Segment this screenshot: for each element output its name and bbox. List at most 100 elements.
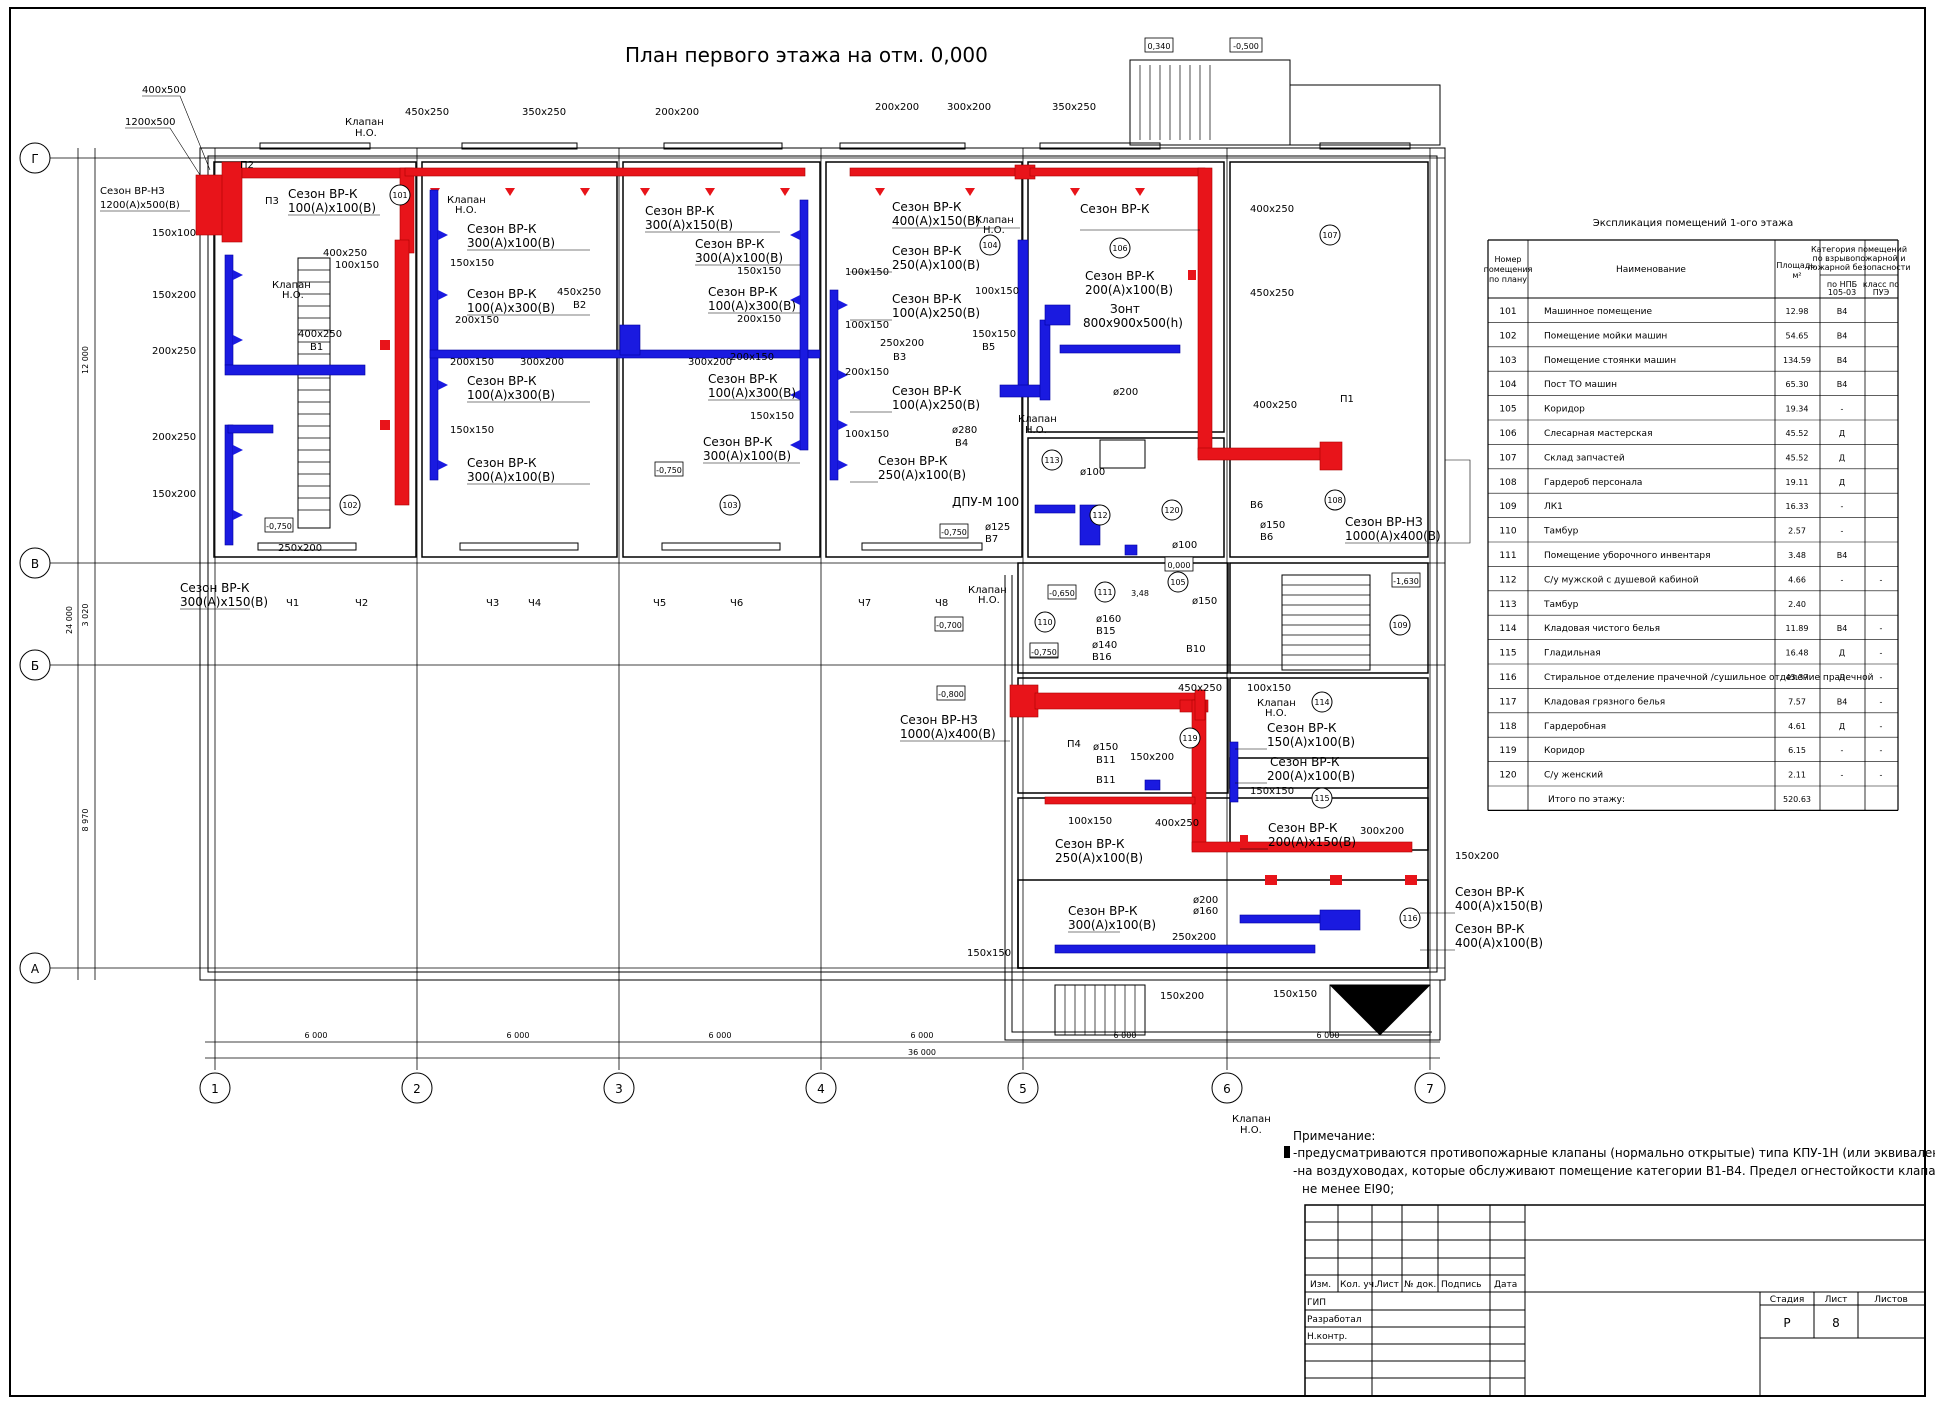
explication-row-number: 102	[1499, 331, 1516, 341]
svg-text:Ч3: Ч3	[486, 598, 499, 609]
svg-text:250(А)x100(В): 250(А)x100(В)	[892, 258, 980, 272]
svg-text:Сезон ВР-К: Сезон ВР-К	[892, 200, 962, 214]
supply-grilles	[380, 188, 1417, 885]
svg-text:116: 116	[1402, 914, 1417, 923]
explication-row-name: Помещение стоянки машин	[1544, 356, 1676, 366]
svg-text:115: 115	[1314, 794, 1329, 803]
svg-text:ø100: ø100	[1172, 540, 1197, 551]
svg-text:100(А)x100(В): 100(А)x100(В)	[288, 201, 376, 215]
svg-text:150x150: 150x150	[737, 266, 781, 277]
svg-text:Н.О.: Н.О.	[978, 595, 1000, 606]
svg-text:Лист: Лист	[1376, 1280, 1399, 1290]
explication-row-pue: -	[1880, 649, 1883, 658]
explication-row-name: Склад запчастей	[1544, 453, 1625, 463]
svg-text:Н.О.: Н.О.	[455, 205, 477, 216]
explication-row-pue: -	[1880, 575, 1883, 584]
room-tag-104: 104	[979, 234, 1001, 256]
svg-text:Сезон ВР-К: Сезон ВР-К	[708, 285, 778, 299]
svg-text:150x200: 150x200	[1130, 752, 1174, 763]
svg-text:В7: В7	[985, 534, 998, 545]
explication-row-name: Тамбур	[1543, 527, 1579, 537]
level-tags	[264, 37, 1421, 701]
svg-text:Стадия: Стадия	[1770, 1295, 1805, 1305]
svg-text:П1: П1	[1340, 394, 1354, 405]
svg-text:300(А)x100(В): 300(А)x100(В)	[467, 236, 555, 250]
dim-bottom-1: 6 000	[305, 1031, 328, 1040]
explication-row-area: 6.15	[1788, 746, 1806, 755]
svg-text:300x200: 300x200	[688, 357, 732, 368]
svg-text:Сезон ВР-К: Сезон ВР-К	[180, 581, 250, 595]
svg-text:300x200: 300x200	[947, 102, 991, 113]
svg-text:150x200: 150x200	[1160, 991, 1204, 1002]
explication-row-number: 115	[1499, 649, 1516, 659]
svg-text:300(А)x150(В): 300(А)x150(В)	[645, 218, 733, 232]
dim-bottom-6: 6 000	[1317, 1031, 1340, 1040]
svg-text:Примечание:: Примечание:	[1293, 1129, 1375, 1143]
svg-text:100x150: 100x150	[335, 260, 379, 271]
explication-row-pue: -	[1880, 722, 1883, 731]
explication-row-area: 54.65	[1786, 331, 1809, 340]
explication-row-category: -	[1841, 502, 1844, 511]
explication-row-category: -	[1841, 527, 1844, 536]
explication-row-category: В4	[1837, 551, 1848, 560]
svg-text:100x150: 100x150	[1247, 683, 1291, 694]
svg-text:300(А)x100(В): 300(А)x100(В)	[1068, 918, 1156, 932]
explication-header-npb: по НПБ	[1827, 280, 1857, 289]
svg-text:1: 1	[211, 1082, 219, 1096]
explication-row-name: Тамбур	[1543, 600, 1579, 610]
svg-text:Изм.: Изм.	[1310, 1280, 1331, 1290]
explication-row-name: Гардеробная	[1544, 722, 1606, 732]
svg-text:Н.контр.: Н.контр.	[1307, 1332, 1347, 1342]
explication-header-npb-2: 105-03	[1828, 288, 1856, 297]
svg-text:300x200: 300x200	[1360, 826, 1404, 837]
svg-text:Кол. уч.: Кол. уч.	[1340, 1280, 1377, 1290]
svg-text:Сезон ВР-НЗ: Сезон ВР-НЗ	[900, 713, 978, 727]
svg-text:В6: В6	[1250, 500, 1263, 511]
svg-text:Сезон ВР-НЗ: Сезон ВР-НЗ	[100, 186, 165, 197]
explication-row-number: 119	[1499, 746, 1516, 756]
explication-row-area: 45.37	[1786, 673, 1809, 682]
axis-bubble-1: 1	[199, 1072, 231, 1104]
svg-text:100(А)x300(В): 100(А)x300(В)	[708, 386, 796, 400]
svg-text:150x150: 150x150	[967, 948, 1011, 959]
svg-text:ГИП: ГИП	[1307, 1298, 1326, 1308]
svg-text:№ док.: № док.	[1404, 1280, 1436, 1290]
svg-text:250(А)x100(В): 250(А)x100(В)	[1055, 851, 1143, 865]
svg-text:В4: В4	[955, 438, 968, 449]
title-block	[1304, 1204, 1926, 1397]
room-tag-107: 107	[1319, 224, 1341, 246]
explication-header-num-3: по плану	[1489, 275, 1527, 284]
svg-text:100x150: 100x150	[1068, 816, 1112, 827]
svg-text:101: 101	[392, 191, 407, 200]
room-tag-116: 116	[1399, 907, 1421, 929]
room-tag-101: 101	[389, 184, 411, 206]
svg-text:150x200: 150x200	[152, 489, 196, 500]
svg-text:-0,500: -0,500	[1233, 42, 1259, 51]
svg-text:Ч2: Ч2	[355, 598, 368, 609]
explication-row-name: Гладильная	[1544, 649, 1601, 659]
svg-text:119: 119	[1182, 734, 1197, 743]
room-tags: 101 102 103 104 105 106 107 108 109 110 …	[339, 184, 1421, 929]
svg-text:104: 104	[982, 241, 997, 250]
explication-row-pue: -	[1880, 771, 1883, 780]
explication-row-category: В4	[1837, 380, 1848, 389]
svg-text:200x200: 200x200	[655, 107, 699, 118]
explication-row-category: -	[1841, 405, 1844, 414]
explication-row-area: 4.66	[1788, 575, 1806, 584]
svg-text:7: 7	[1426, 1082, 1434, 1096]
svg-text:Ч7: Ч7	[858, 598, 871, 609]
svg-text:200x250: 200x250	[152, 432, 196, 443]
sheet-frame	[9, 7, 1926, 1397]
room-tag-103: 103	[719, 494, 741, 516]
room-tag-119: 119	[1179, 727, 1201, 749]
room-tag-113: 113	[1041, 449, 1063, 471]
explication-row-number: 112	[1499, 575, 1516, 585]
explication-row-number: 108	[1499, 478, 1516, 488]
svg-text:150x100: 150x100	[152, 228, 196, 239]
svg-text:Дата: Дата	[1494, 1280, 1517, 1290]
svg-text:350x250: 350x250	[1052, 102, 1096, 113]
explication-title: Экспликация помещений 1-ого этажа	[1593, 218, 1793, 229]
svg-text:109: 109	[1392, 621, 1407, 630]
dim-left-2: 3 020	[81, 604, 90, 627]
